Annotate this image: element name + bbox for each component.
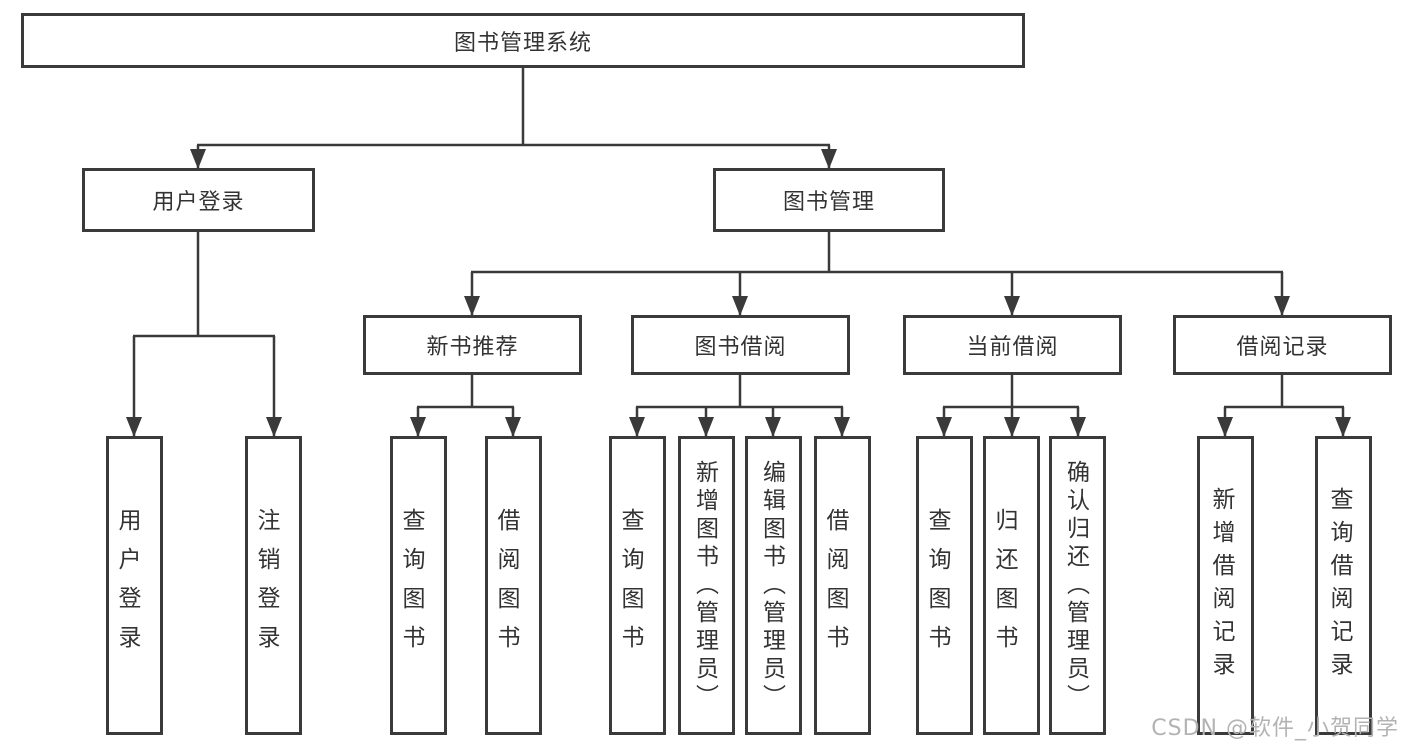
leaf-borrow-books-2: 借阅图书	[814, 436, 871, 735]
leaf-label: 注销登录	[253, 507, 279, 664]
leaf-borrow-books-1: 借阅图书	[485, 436, 542, 735]
leaf-label: 归还图书	[991, 507, 1017, 664]
leaf-confirm-return-admin: 确认归还（管理员）	[1049, 436, 1106, 735]
leaf-add-books-admin: 新增图书（管理员）	[678, 436, 735, 735]
node-current-borrowing: 当前借阅	[903, 315, 1122, 375]
leaf-label: 新增借阅记录	[1208, 486, 1234, 685]
leaf-label: 借阅图书	[493, 507, 519, 664]
node-book-management: 图书管理	[713, 168, 945, 232]
node-root-library-system: 图书管理系统	[21, 13, 1025, 68]
leaf-label: 查询借阅记录	[1326, 486, 1352, 685]
leaf-label: 借阅图书	[822, 507, 848, 664]
leaf-add-borrow-record: 新增借阅记录	[1197, 436, 1254, 735]
leaf-query-books-2: 查询图书	[609, 436, 666, 735]
leaf-label: 确认归还（管理员）	[1062, 459, 1089, 712]
leaf-label: 新增图书（管理员）	[691, 459, 718, 712]
leaf-label: 编辑图书（管理员）	[758, 459, 785, 712]
node-new-book-recommendation: 新书推荐	[363, 315, 582, 375]
leaf-label: 用户登录	[114, 507, 140, 664]
leaf-user-login: 用户登录	[106, 436, 163, 735]
watermark: CSDN @软件_小贺同学	[1151, 716, 1399, 741]
leaf-label: 查询图书	[924, 507, 950, 664]
leaf-return-books: 归还图书	[983, 436, 1040, 735]
leaf-query-books-1: 查询图书	[390, 436, 447, 735]
leaf-query-books-3: 查询图书	[916, 436, 973, 735]
leaf-query-borrow-record: 查询借阅记录	[1315, 436, 1372, 735]
node-book-borrowing: 图书借阅	[631, 315, 850, 375]
node-borrowing-records: 借阅记录	[1173, 315, 1392, 375]
leaf-label: 查询图书	[398, 507, 424, 664]
leaf-logout: 注销登录	[245, 436, 302, 735]
leaf-edit-books-admin: 编辑图书（管理员）	[745, 436, 802, 735]
node-user-login: 用户登录	[82, 168, 315, 232]
leaf-label: 查询图书	[617, 507, 643, 664]
